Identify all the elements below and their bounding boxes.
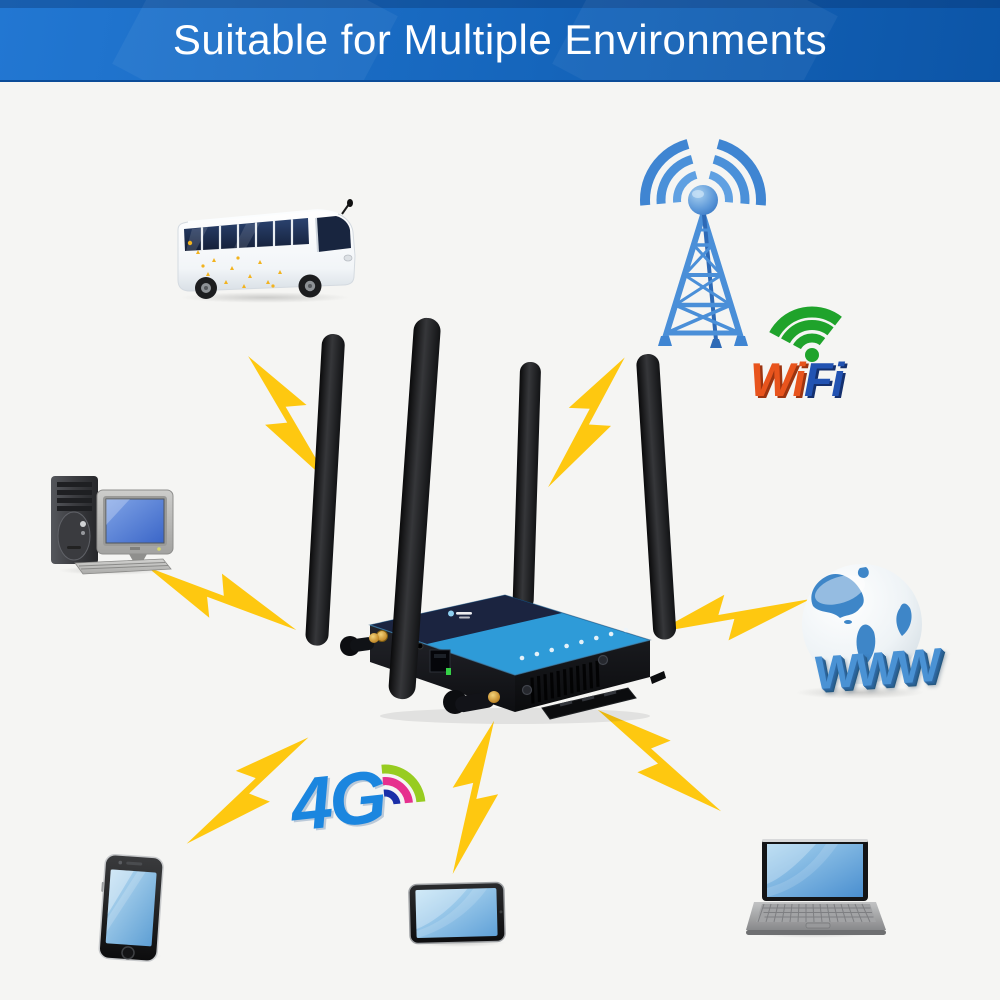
router-antenna-1 <box>305 333 345 646</box>
wifi-text: WiFi <box>750 353 845 406</box>
tablet-screen <box>415 888 498 939</box>
bus-windshield <box>316 216 351 252</box>
laptop-icon <box>746 839 886 935</box>
router-logo <box>448 610 472 619</box>
globe-shadow <box>795 686 925 699</box>
smartphone-icon <box>98 853 164 962</box>
4g-router-image <box>305 317 677 724</box>
router-antenna-1-hinge <box>340 633 379 656</box>
www-text: WWW <box>813 637 939 700</box>
lightning-bolt-to-globe <box>655 594 811 641</box>
desktop-computer-icon <box>51 476 174 575</box>
router-mount-bracket <box>541 671 666 720</box>
router-antenna-2 <box>388 317 441 700</box>
lightning-bolt-to-tower <box>548 357 625 488</box>
internet-globe-icon <box>802 564 922 684</box>
wifi-waves-icon <box>763 306 861 362</box>
wifi-text-shadow: WiFi <box>753 355 848 408</box>
lightning-bolt-to-tablet <box>452 720 499 875</box>
router-antenna-3 <box>512 361 541 610</box>
title-banner: Suitable for Multiple Environments <box>0 0 1000 82</box>
laptop-screen <box>767 844 863 897</box>
bus-shadow <box>180 292 350 303</box>
tower-lattice <box>662 198 744 342</box>
tower-waves-left <box>640 137 703 209</box>
router-led-indicators <box>519 627 629 661</box>
cell-tower-icon <box>640 137 766 348</box>
bus-windows <box>184 218 309 251</box>
router-antenna-2-hinge <box>443 690 500 714</box>
pc-tower <box>51 476 98 564</box>
lightning-bolt-to-laptop <box>597 709 722 812</box>
tour-bus-icon <box>177 199 356 299</box>
lightning-bolt-to-computer <box>147 567 297 631</box>
router-vents <box>530 660 600 704</box>
pc-keyboard <box>74 558 172 575</box>
bus-mirror <box>341 199 353 215</box>
tower-waves-right <box>703 137 766 209</box>
laptop-base <box>746 902 886 935</box>
laptop-touchpad <box>805 922 831 929</box>
lightning-bolt-to-bus <box>248 356 332 485</box>
bus-decals <box>187 240 282 288</box>
4g-signal-arcs-icon <box>376 764 426 805</box>
phone-screen <box>105 869 157 947</box>
wifi-logo: WiFi WiFi <box>750 306 861 408</box>
lightning-bolt-to-phone <box>186 737 309 844</box>
globe-continents <box>811 567 912 666</box>
tower-ball <box>688 185 718 215</box>
tablet-icon <box>408 881 506 945</box>
pc-monitor <box>96 489 174 561</box>
bus-wheels <box>195 274 322 299</box>
page-title: Suitable for Multiple Environments <box>172 16 828 63</box>
router-antenna-4 <box>636 353 677 640</box>
phone-home-button <box>121 946 135 960</box>
